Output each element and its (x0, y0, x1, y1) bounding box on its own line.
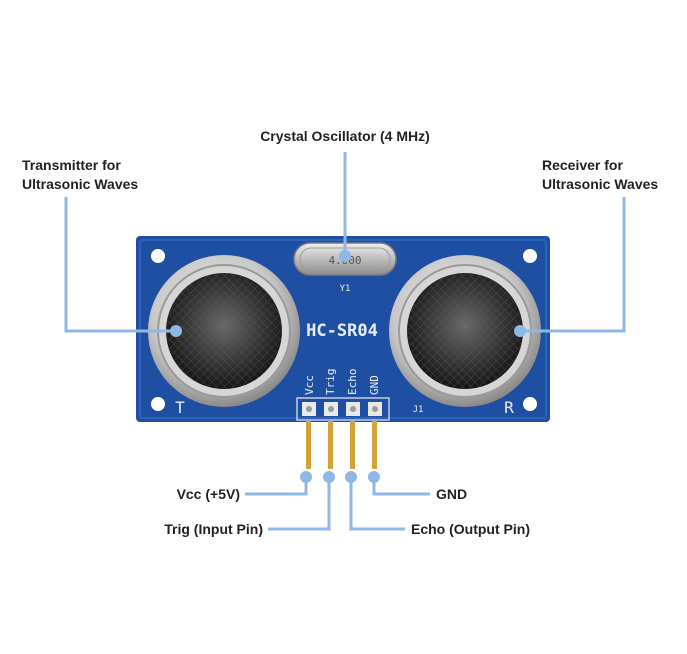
label-gnd: GND (436, 486, 468, 502)
label-transmitter: Transmitter for Ultrasonic Waves (22, 156, 138, 194)
pin-trig (328, 421, 333, 469)
callout-dots (170, 250, 526, 483)
callout-lines (64, 152, 626, 531)
pin-label-trig: Trig (324, 369, 337, 396)
dot-transmitter (170, 325, 182, 337)
pin-label-echo: Echo (346, 369, 359, 396)
label-echo: Echo (Output Pin) (411, 521, 530, 537)
callout-gnd (372, 477, 430, 496)
label-transmitter-line1: Transmitter for (22, 157, 121, 173)
label-trig: Trig (Input Pin) (164, 521, 263, 537)
dot-vcc (300, 471, 312, 483)
mounting-hole-bottom-right (523, 397, 537, 411)
dot-gnd (368, 471, 380, 483)
pin-vcc (306, 421, 311, 469)
mounting-hole-top-right (523, 249, 537, 263)
label-receiver-line1: Receiver for (542, 157, 623, 173)
dot-crystal (339, 250, 351, 262)
label-receiver: Receiver for Ultrasonic Waves (542, 156, 658, 194)
label-transmitter-line2: Ultrasonic Waves (22, 176, 139, 192)
header-ref: J1 (413, 405, 424, 415)
callout-echo (349, 477, 405, 531)
label-receiver-line2: Ultrasonic Waves (542, 176, 659, 192)
pin-label-vcc: Vcc (303, 375, 316, 395)
pin-echo (350, 421, 355, 469)
transmitter-mesh-pattern (166, 273, 282, 389)
dot-echo (345, 471, 357, 483)
callout-vcc (245, 477, 308, 496)
header-outline (296, 397, 390, 421)
label-vcc: Vcc (+5V) (176, 486, 240, 502)
pin-labels: Vcc Trig Echo GND (303, 369, 381, 396)
callout-transmitter (64, 197, 176, 333)
mounting-hole-top-left (151, 249, 165, 263)
pin-gnd (372, 421, 377, 469)
pcb-edge (139, 239, 547, 419)
callout-trig (268, 477, 331, 531)
crystal-ref: Y1 (340, 284, 351, 294)
receiver-mark: R (504, 398, 514, 417)
label-crystal-oscillator: Crystal Oscillator (4 MHz) (260, 128, 430, 144)
receiver-transducer (389, 255, 541, 407)
pin-header (296, 397, 390, 421)
receiver-mesh-pattern (407, 273, 523, 389)
transmitter-transducer (148, 255, 300, 407)
callout-receiver (520, 197, 626, 333)
mounting-hole-bottom-left (151, 397, 165, 411)
pin-label-gnd: GND (368, 375, 381, 395)
pins (306, 421, 377, 469)
dot-trig (323, 471, 335, 483)
transmitter-mark: T (175, 398, 185, 417)
model-name: HC-SR04 (306, 321, 378, 341)
dot-receiver (514, 325, 526, 337)
